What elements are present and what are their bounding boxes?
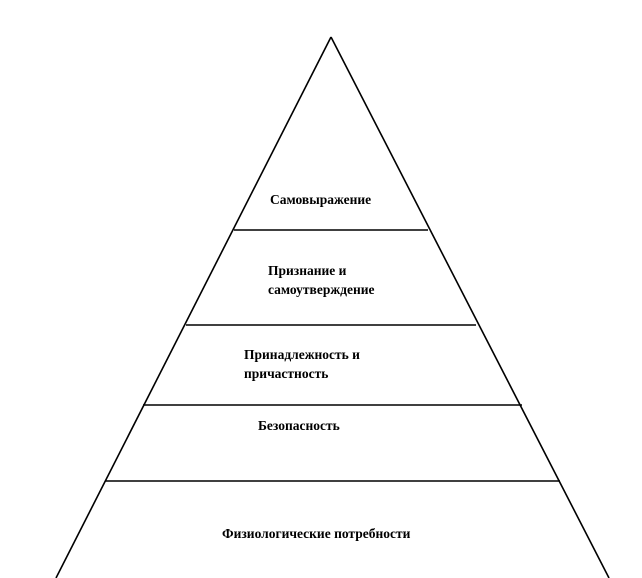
- level-belonging-line-1: Принадлежность и: [244, 347, 360, 362]
- level-dividers: [105, 229, 560, 482]
- level-labels: Самовыражение Признание и самоутверждени…: [222, 192, 411, 541]
- level-recognition-line-1: Признание и: [268, 263, 347, 278]
- level-belonging-line-2: причастность: [244, 366, 328, 381]
- pyramid-outline: [55, 36, 610, 578]
- pyramid-right-edge: [330, 36, 610, 578]
- level-physiological-line-1: Физиологические потребности: [222, 526, 411, 541]
- level-self-expression-line-1: Самовыражение: [270, 192, 371, 207]
- level-safety-line-1: Безопасность: [258, 418, 340, 433]
- level-recognition-line-2: самоутверждение: [268, 282, 375, 297]
- pyramid-left-edge: [55, 36, 332, 578]
